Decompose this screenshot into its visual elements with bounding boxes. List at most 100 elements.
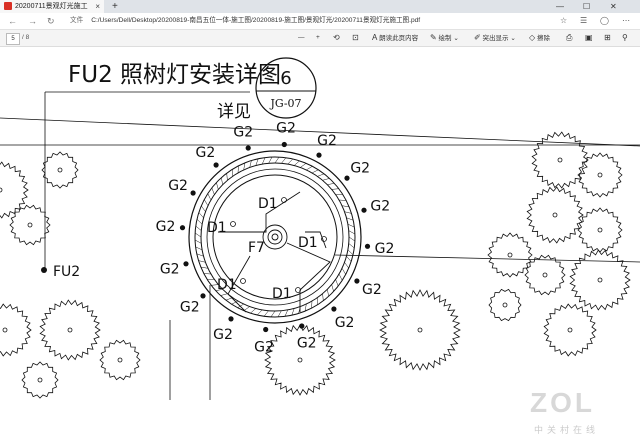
g2-light-dot [180, 225, 185, 230]
pdf-icon [4, 2, 12, 10]
forward-arrow-icon[interactable]: → [28, 13, 37, 29]
tree-symbol [578, 153, 622, 197]
hatch-line [196, 226, 202, 231]
tree-center [298, 358, 302, 362]
hatch-line [300, 163, 306, 167]
d1-marker [231, 222, 236, 227]
tree-symbol [544, 304, 596, 356]
page-number-input[interactable]: 5 [6, 33, 20, 45]
hatch-line [244, 307, 250, 311]
refresh-icon[interactable]: ↻ [47, 13, 55, 29]
hatch-line [221, 178, 222, 185]
hatch-line [208, 194, 211, 200]
maximize-button[interactable]: ☐ [583, 0, 590, 13]
save-as-icon[interactable]: ⊞ [604, 30, 611, 46]
hatch-line [251, 309, 256, 314]
hatch-line [345, 262, 349, 268]
hatch-line [216, 183, 218, 190]
collections-icon[interactable]: ☰ [580, 13, 587, 29]
d1-label: D1 [272, 286, 292, 302]
hatch-line [221, 294, 228, 296]
hatch-line [197, 219, 202, 224]
tree-center [38, 378, 42, 382]
save-icon[interactable]: ▣ [585, 30, 593, 46]
pin-icon[interactable]: ⚲ [622, 30, 628, 46]
g2-light-dot [354, 278, 359, 283]
window-close-button[interactable]: ✕ [610, 0, 617, 13]
zoom-out-button[interactable]: — [298, 30, 305, 46]
tree-center [28, 223, 32, 227]
hatch-line [332, 189, 339, 190]
highlighter-icon: ✐ [474, 33, 481, 42]
hatch-line [317, 174, 324, 177]
tree-symbol [0, 162, 28, 218]
g2-light-dot [331, 306, 336, 311]
new-tab-button[interactable]: + [112, 0, 118, 13]
hatch-line [257, 310, 262, 315]
tab-bar: 20200711景观灯光施工图.pdf × + — ☐ ✕ [0, 0, 640, 13]
tree-center [553, 213, 557, 217]
hatch-line [226, 298, 233, 301]
read-aloud-button[interactable]: A 朗读此页内容 [372, 30, 418, 47]
hatch-line [271, 311, 275, 317]
tree-symbol [532, 132, 588, 188]
draw-label: 绘制 [439, 35, 452, 42]
hatch-line [312, 170, 318, 173]
hatch-line [348, 250, 353, 255]
tree-center [598, 173, 602, 177]
hatch-line [342, 268, 346, 274]
highlight-button[interactable]: ✐ 突出显示 ⌄ [474, 30, 516, 47]
favorite-star-icon[interactable]: ☆ [560, 13, 567, 29]
profile-icon[interactable]: ◯ [600, 13, 609, 29]
hatch-line [199, 213, 204, 218]
more-menu-icon[interactable]: ⋯ [622, 13, 630, 29]
hatch-line [327, 183, 334, 184]
tree-symbols [0, 132, 630, 398]
tree-center [503, 303, 507, 307]
tree-symbol [570, 250, 630, 310]
fit-page-icon[interactable]: ⊡ [352, 30, 359, 46]
g2-light-dot [299, 323, 304, 328]
hatch-line [244, 163, 245, 170]
g2-light-dot [263, 327, 268, 332]
g2-light-dot [282, 142, 287, 147]
tab-pdf[interactable]: 20200711景观灯光施工图.pdf × [0, 0, 104, 13]
tree-center [568, 328, 572, 332]
tab-close-button[interactable]: × [95, 0, 100, 13]
zoom-in-button[interactable]: + [316, 30, 320, 46]
d1-label: D1 [207, 220, 227, 236]
erase-button[interactable]: ◇ 擦除 [529, 30, 550, 47]
minimize-button[interactable]: — [556, 0, 564, 13]
fixture-label: FU2 [53, 264, 80, 280]
hatch-line [349, 243, 355, 248]
rotate-icon[interactable]: ⟲ [333, 30, 340, 46]
tree-center [118, 358, 122, 362]
hatch-line [264, 311, 269, 317]
tree-symbol [10, 205, 50, 244]
g2-light-dot [183, 261, 188, 266]
tree-center [558, 158, 562, 162]
hatch-line [256, 159, 258, 166]
draw-button[interactable]: ✎ 绘制 ⌄ [430, 30, 459, 47]
g2-light-dot [316, 153, 321, 158]
tree-center [3, 328, 7, 332]
back-arrow-icon[interactable]: ← [8, 13, 17, 29]
g2-label: G2 [335, 315, 355, 331]
d1-marker [241, 279, 246, 284]
address-url: C:/Users/Dell/Desktop/20200819-南昌五位一体-施工… [91, 17, 420, 24]
hatch-line [327, 289, 328, 296]
hatch-line [347, 256, 352, 261]
hatch-line [201, 206, 205, 212]
d1-label: D1 [258, 196, 278, 212]
tree-symbol [22, 362, 58, 398]
print-icon[interactable]: ⎙ [566, 30, 572, 46]
hatch-line [204, 200, 208, 206]
watermark-subtitle: 中关村在线 [534, 423, 599, 436]
hatch-line [342, 206, 349, 207]
pdf-toolbar: 5 / 8 — + ⟲ ⊡ A 朗读此页内容 ✎ 绘制 ⌄ ✐ 突出显示 ⌄ ◇… [0, 30, 640, 47]
